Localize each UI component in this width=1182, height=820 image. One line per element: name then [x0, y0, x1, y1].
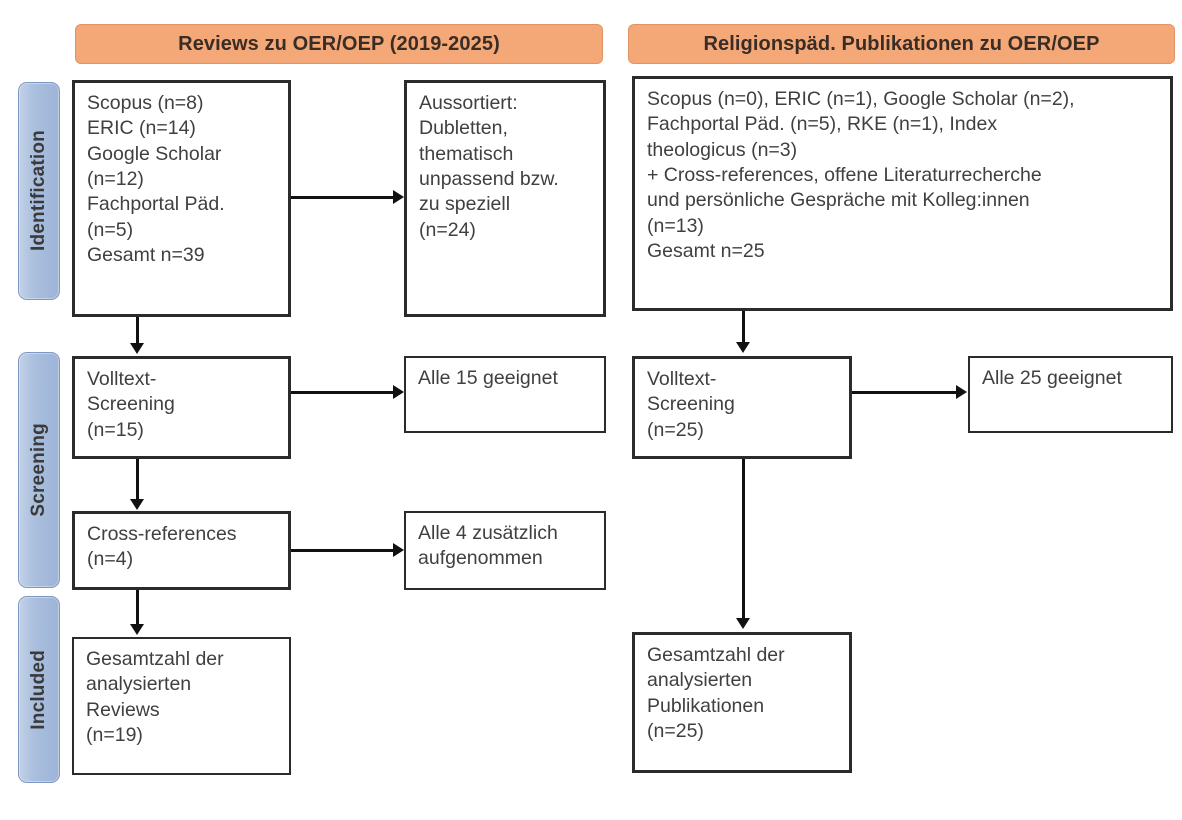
- arrowhead-left-screening-to-result: [393, 385, 404, 399]
- stage-label-included: Included: [28, 649, 49, 730]
- column-header-religionspaed: Religionspäd. Publikationen zu OER/OEP: [628, 24, 1175, 64]
- arrowhead-left-sources-to-screening: [130, 343, 144, 354]
- stage-label-identification: Identification: [28, 130, 49, 252]
- connector-right-sources-to-screening: [742, 311, 745, 344]
- box-left-identification-sources: Scopus (n=8) ERIC (n=14) Google Scholar …: [72, 80, 291, 317]
- arrowhead-left-crossref-to-included: [130, 624, 144, 635]
- box-left-cross-references: Cross-references (n=4): [72, 511, 291, 590]
- connector-left-crossref-to-result: [291, 549, 393, 552]
- box-left-cross-references-result: Alle 4 zusätzlich aufgenommen: [404, 511, 606, 590]
- stage-pill-screening: Screening: [18, 352, 60, 588]
- arrowhead-left-crossref-to-result: [393, 543, 404, 557]
- connector-left-crossref-to-included: [136, 590, 139, 626]
- box-right-identification-sources: Scopus (n=0), ERIC (n=1), Google Scholar…: [632, 76, 1173, 311]
- arrowhead-left-screening-to-crossref: [130, 499, 144, 510]
- arrowhead-right-screening-to-included: [736, 618, 750, 629]
- connector-left-screening-to-crossref: [136, 459, 139, 501]
- box-left-included-total: Gesamtzahl der analysierten Reviews (n=1…: [72, 637, 291, 775]
- stage-label-screening: Screening: [28, 423, 49, 517]
- box-left-excluded: Aussortiert: Dubletten, thematisch unpas…: [404, 80, 606, 317]
- connector-left-sources-to-excluded: [291, 196, 393, 199]
- box-right-fulltext-result: Alle 25 geeignet: [968, 356, 1173, 433]
- stage-pill-included: Included: [18, 596, 60, 783]
- box-left-fulltext-screening: Volltext- Screening (n=15): [72, 356, 291, 459]
- connector-right-screening-to-included: [742, 459, 745, 620]
- stage-pill-identification: Identification: [18, 82, 60, 300]
- connector-right-screening-to-result: [852, 391, 957, 394]
- arrowhead-right-sources-to-screening: [736, 342, 750, 353]
- arrowhead-right-screening-to-result: [956, 385, 967, 399]
- connector-left-sources-to-screening: [136, 317, 139, 345]
- connector-left-screening-to-result: [291, 391, 393, 394]
- column-header-reviews: Reviews zu OER/OEP (2019-2025): [75, 24, 603, 64]
- box-right-fulltext-screening: Volltext- Screening (n=25): [632, 356, 852, 459]
- box-left-fulltext-result: Alle 15 geeignet: [404, 356, 606, 433]
- box-right-included-total: Gesamtzahl der analysierten Publikatione…: [632, 632, 852, 773]
- arrowhead-left-sources-to-excluded: [393, 190, 404, 204]
